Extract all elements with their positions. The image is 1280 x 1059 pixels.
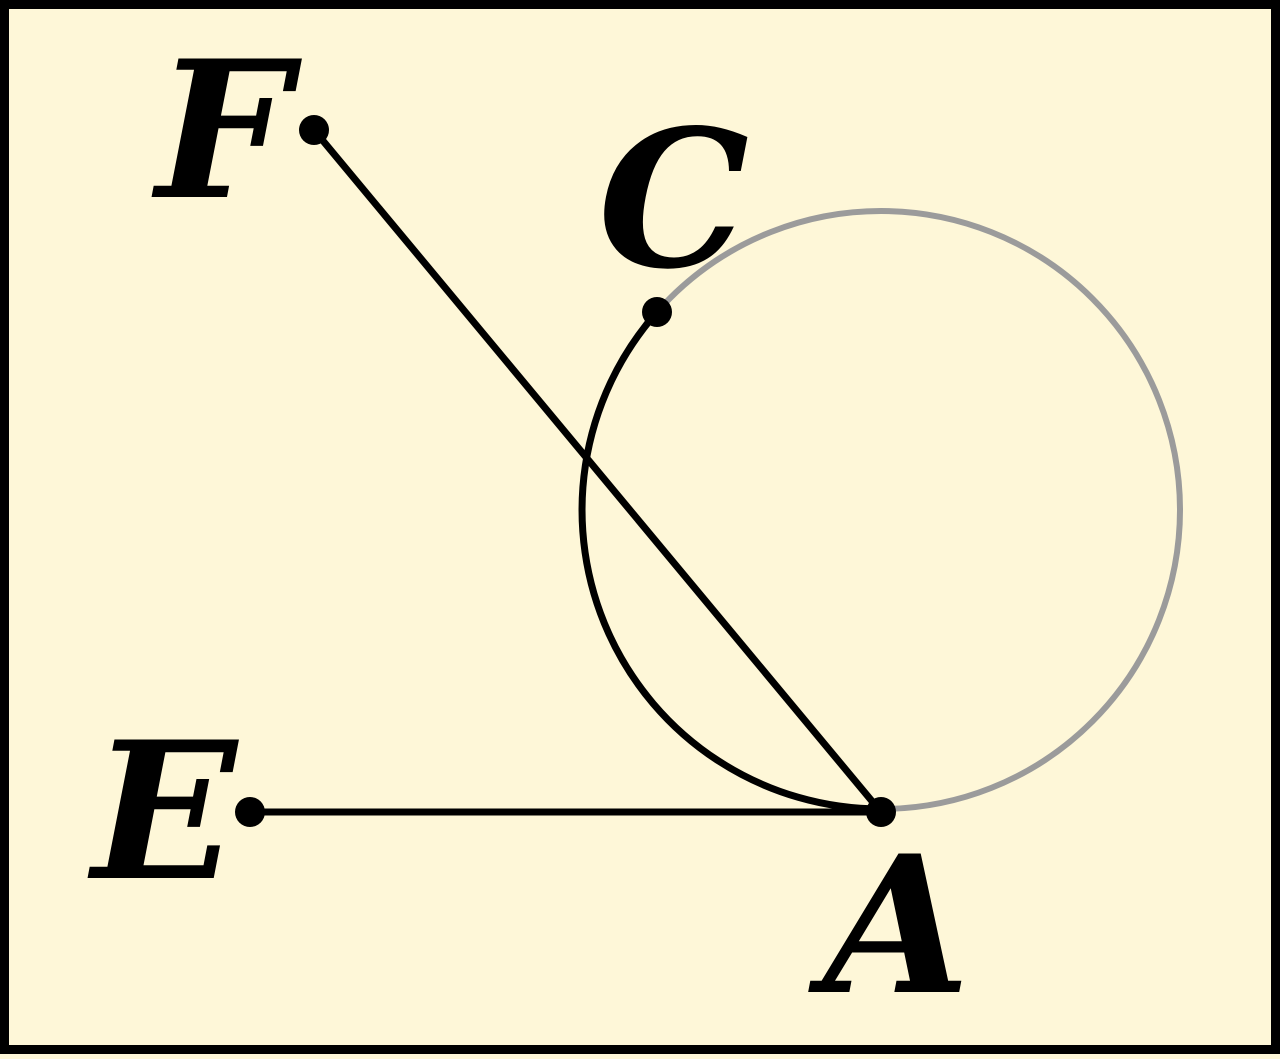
label-a: A bbox=[808, 814, 970, 1037]
point-e bbox=[235, 797, 265, 827]
point-f bbox=[299, 115, 329, 145]
point-c bbox=[642, 297, 672, 327]
segment-fa bbox=[311, 127, 884, 815]
point-a bbox=[866, 797, 896, 827]
label-c: C bbox=[598, 88, 749, 311]
arc-ac bbox=[578, 309, 882, 813]
label-f: F bbox=[151, 19, 302, 242]
label-e: E bbox=[87, 700, 239, 923]
